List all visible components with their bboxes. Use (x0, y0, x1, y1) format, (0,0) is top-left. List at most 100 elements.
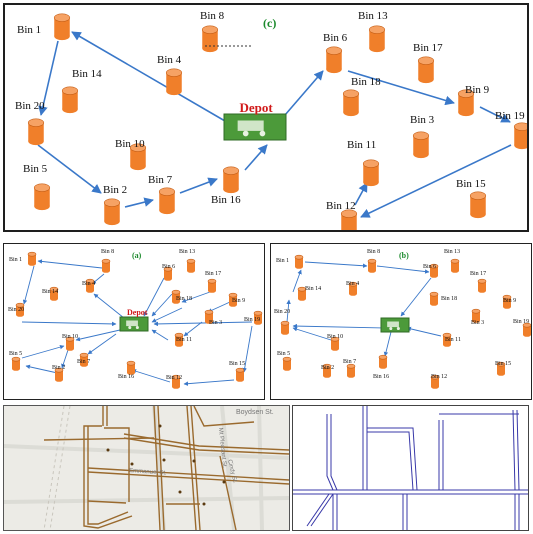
bin14-label: Bin 14 (72, 68, 102, 80)
bin2-icon (103, 198, 121, 226)
route-arrow-depot-bin6 (284, 70, 324, 116)
bin6-label: Bin 6 (323, 32, 348, 44)
bin12-icon (430, 374, 440, 389)
route-arrow-17 (183, 379, 235, 386)
bin13-label: Bin 13 (358, 10, 388, 22)
bin19-icon (522, 322, 531, 337)
bin5-icon (282, 356, 292, 371)
bin2-icon (322, 363, 332, 378)
bin5-label: Bin 5 (277, 351, 290, 357)
route-arrow-9 (153, 321, 253, 327)
bin13-icon (186, 258, 196, 273)
route-arrow-bin6-bin9 (347, 70, 455, 106)
street-map-panel: Boydsen St. Mt Pleasant St. Emmanuel St.… (3, 405, 290, 531)
bin18-icon (429, 291, 439, 306)
panel-title: (c) (263, 16, 276, 30)
bin3-label: Bin 3 (410, 114, 435, 126)
route-arrow-bin1-bin20 (38, 40, 59, 116)
bin4-icon (348, 281, 358, 296)
bin9-label: Bin 9 (465, 84, 490, 96)
bin10-label: Bin 10 (62, 334, 78, 340)
bin15-label: Bin 15 (495, 361, 511, 367)
bin17-icon (477, 278, 487, 293)
bin13-icon (368, 25, 386, 53)
route-arrow-6 (151, 293, 173, 317)
bin9-icon (457, 89, 475, 117)
bin3-icon (412, 131, 430, 159)
bin7-icon (346, 363, 356, 378)
route-arrow-4 (286, 299, 291, 323)
bin11-label: Bin 11 (445, 337, 461, 343)
bin15-label: Bin 15 (456, 178, 486, 190)
bin15-icon (469, 191, 487, 219)
panel-title: (a) (132, 251, 142, 260)
bin7-icon (158, 187, 176, 215)
route-arrow-6 (383, 331, 392, 357)
bin14-icon (49, 286, 59, 301)
street-label-cindy: Cindy St. (226, 459, 238, 484)
bin9-icon (502, 294, 512, 309)
bin10-icon (129, 143, 147, 171)
road-network-canvas (293, 406, 528, 530)
bin20-icon (280, 320, 290, 335)
bin18-icon (342, 89, 360, 117)
route-arrow-7 (181, 291, 211, 303)
bin1-label: Bin 1 (17, 24, 41, 36)
bin7-label: Bin 7 (77, 359, 90, 365)
street-map-canvas: Boydsen St. Mt Pleasant St. Emmanuel St.… (4, 406, 289, 530)
bin16-icon (126, 360, 136, 375)
route-arrow-bin19-bin12 (360, 144, 512, 218)
bin11-icon (362, 159, 380, 187)
bin18-label: Bin 18 (176, 296, 192, 302)
bin4-icon (85, 278, 95, 293)
bin5-label: Bin 5 (23, 163, 48, 175)
bin17-label: Bin 17 (470, 271, 486, 277)
route-arrow-5 (292, 269, 302, 293)
network-lines (293, 406, 528, 530)
bin15-icon (496, 361, 506, 376)
bin12-icon (340, 209, 358, 230)
bin2-icon (54, 367, 64, 382)
route-edges (21, 259, 253, 386)
route-arrow-16 (242, 325, 253, 373)
depot-label: Depot (240, 100, 274, 115)
bin1-label: Bin 1 (276, 258, 289, 264)
bin13-label: Bin 13 (179, 249, 195, 255)
bin8-icon (101, 258, 111, 273)
bin12-label: Bin 12 (431, 374, 447, 380)
bin11-label: Bin 11 (176, 337, 192, 343)
background-roads (4, 406, 289, 530)
bin6-icon (325, 46, 343, 74)
bin10-label: Bin 10 (327, 334, 343, 340)
route-arrow-13 (75, 329, 121, 342)
bin2-label: Bin 2 (321, 365, 334, 371)
bin9-icon (228, 292, 238, 307)
bin7-label: Bin 7 (148, 174, 173, 186)
bin8-icon (201, 25, 219, 53)
bin9-label: Bin 9 (503, 298, 516, 304)
bin13-icon (450, 258, 460, 273)
route-arrow-7 (406, 326, 442, 337)
bin6-label: Bin 6 (423, 264, 436, 270)
route-arrow-18 (131, 369, 171, 383)
route-arrow-14 (61, 349, 69, 369)
route-arrow-depot-bin1 (71, 31, 226, 122)
bin-location-dots (106, 424, 226, 506)
depot-label: Depot (127, 308, 148, 317)
railway-lines (43, 406, 71, 530)
route-arrow-bin7-bin16 (179, 177, 218, 194)
bin6-label: Bin 6 (162, 264, 175, 270)
route-arrow-2 (400, 277, 432, 317)
route-arrow-15 (87, 333, 117, 355)
bin17-label: Bin 17 (205, 271, 221, 277)
bin17-label: Bin 17 (413, 42, 443, 54)
bin10-label: Bin 10 (115, 138, 145, 150)
bin16-label: Bin 16 (118, 374, 134, 380)
bin1-label: Bin 1 (9, 257, 22, 263)
bin19-icon (253, 310, 263, 325)
street-label-mt-pleasant: Mt Pleasant St. (217, 428, 227, 469)
